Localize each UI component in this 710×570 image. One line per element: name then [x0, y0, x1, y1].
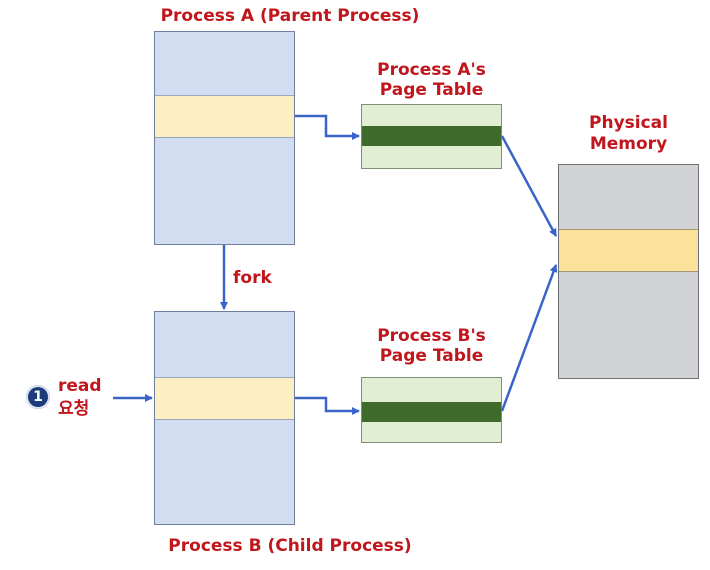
- table-a-to-memory-arrow: [500, 135, 558, 237]
- process-a-to-table-arrow: [295, 114, 360, 140]
- page-table-a-entry: [362, 126, 501, 146]
- table-b-to-memory-arrow: [500, 264, 558, 412]
- physical-memory-title-line2: Memory: [589, 134, 668, 154]
- physical-memory-title-line1: Physical: [589, 113, 668, 133]
- process-b-title: Process B (Child Process): [168, 536, 412, 556]
- step-1-badge: 1: [26, 385, 50, 409]
- process-a-title: Process A (Parent Process): [160, 6, 420, 26]
- process-a-page: [155, 95, 294, 138]
- read-request-line1: read: [58, 376, 102, 396]
- page-table-a-title-line1: Process A's: [377, 60, 486, 80]
- page-table-b-title-line1: Process B's: [377, 326, 486, 346]
- page-table-b-entry: [362, 402, 501, 422]
- process-b-page: [155, 377, 294, 420]
- physical-memory-page: [559, 229, 698, 272]
- page-table-a-title-line2: Page Table: [379, 80, 484, 100]
- process-b-to-table-arrow: [295, 396, 360, 415]
- page-table-b-title-line2: Page Table: [379, 346, 484, 366]
- process-a-address-space: [154, 31, 295, 245]
- read-request-line2: 요청: [58, 399, 90, 419]
- fork-label: fork: [233, 268, 272, 288]
